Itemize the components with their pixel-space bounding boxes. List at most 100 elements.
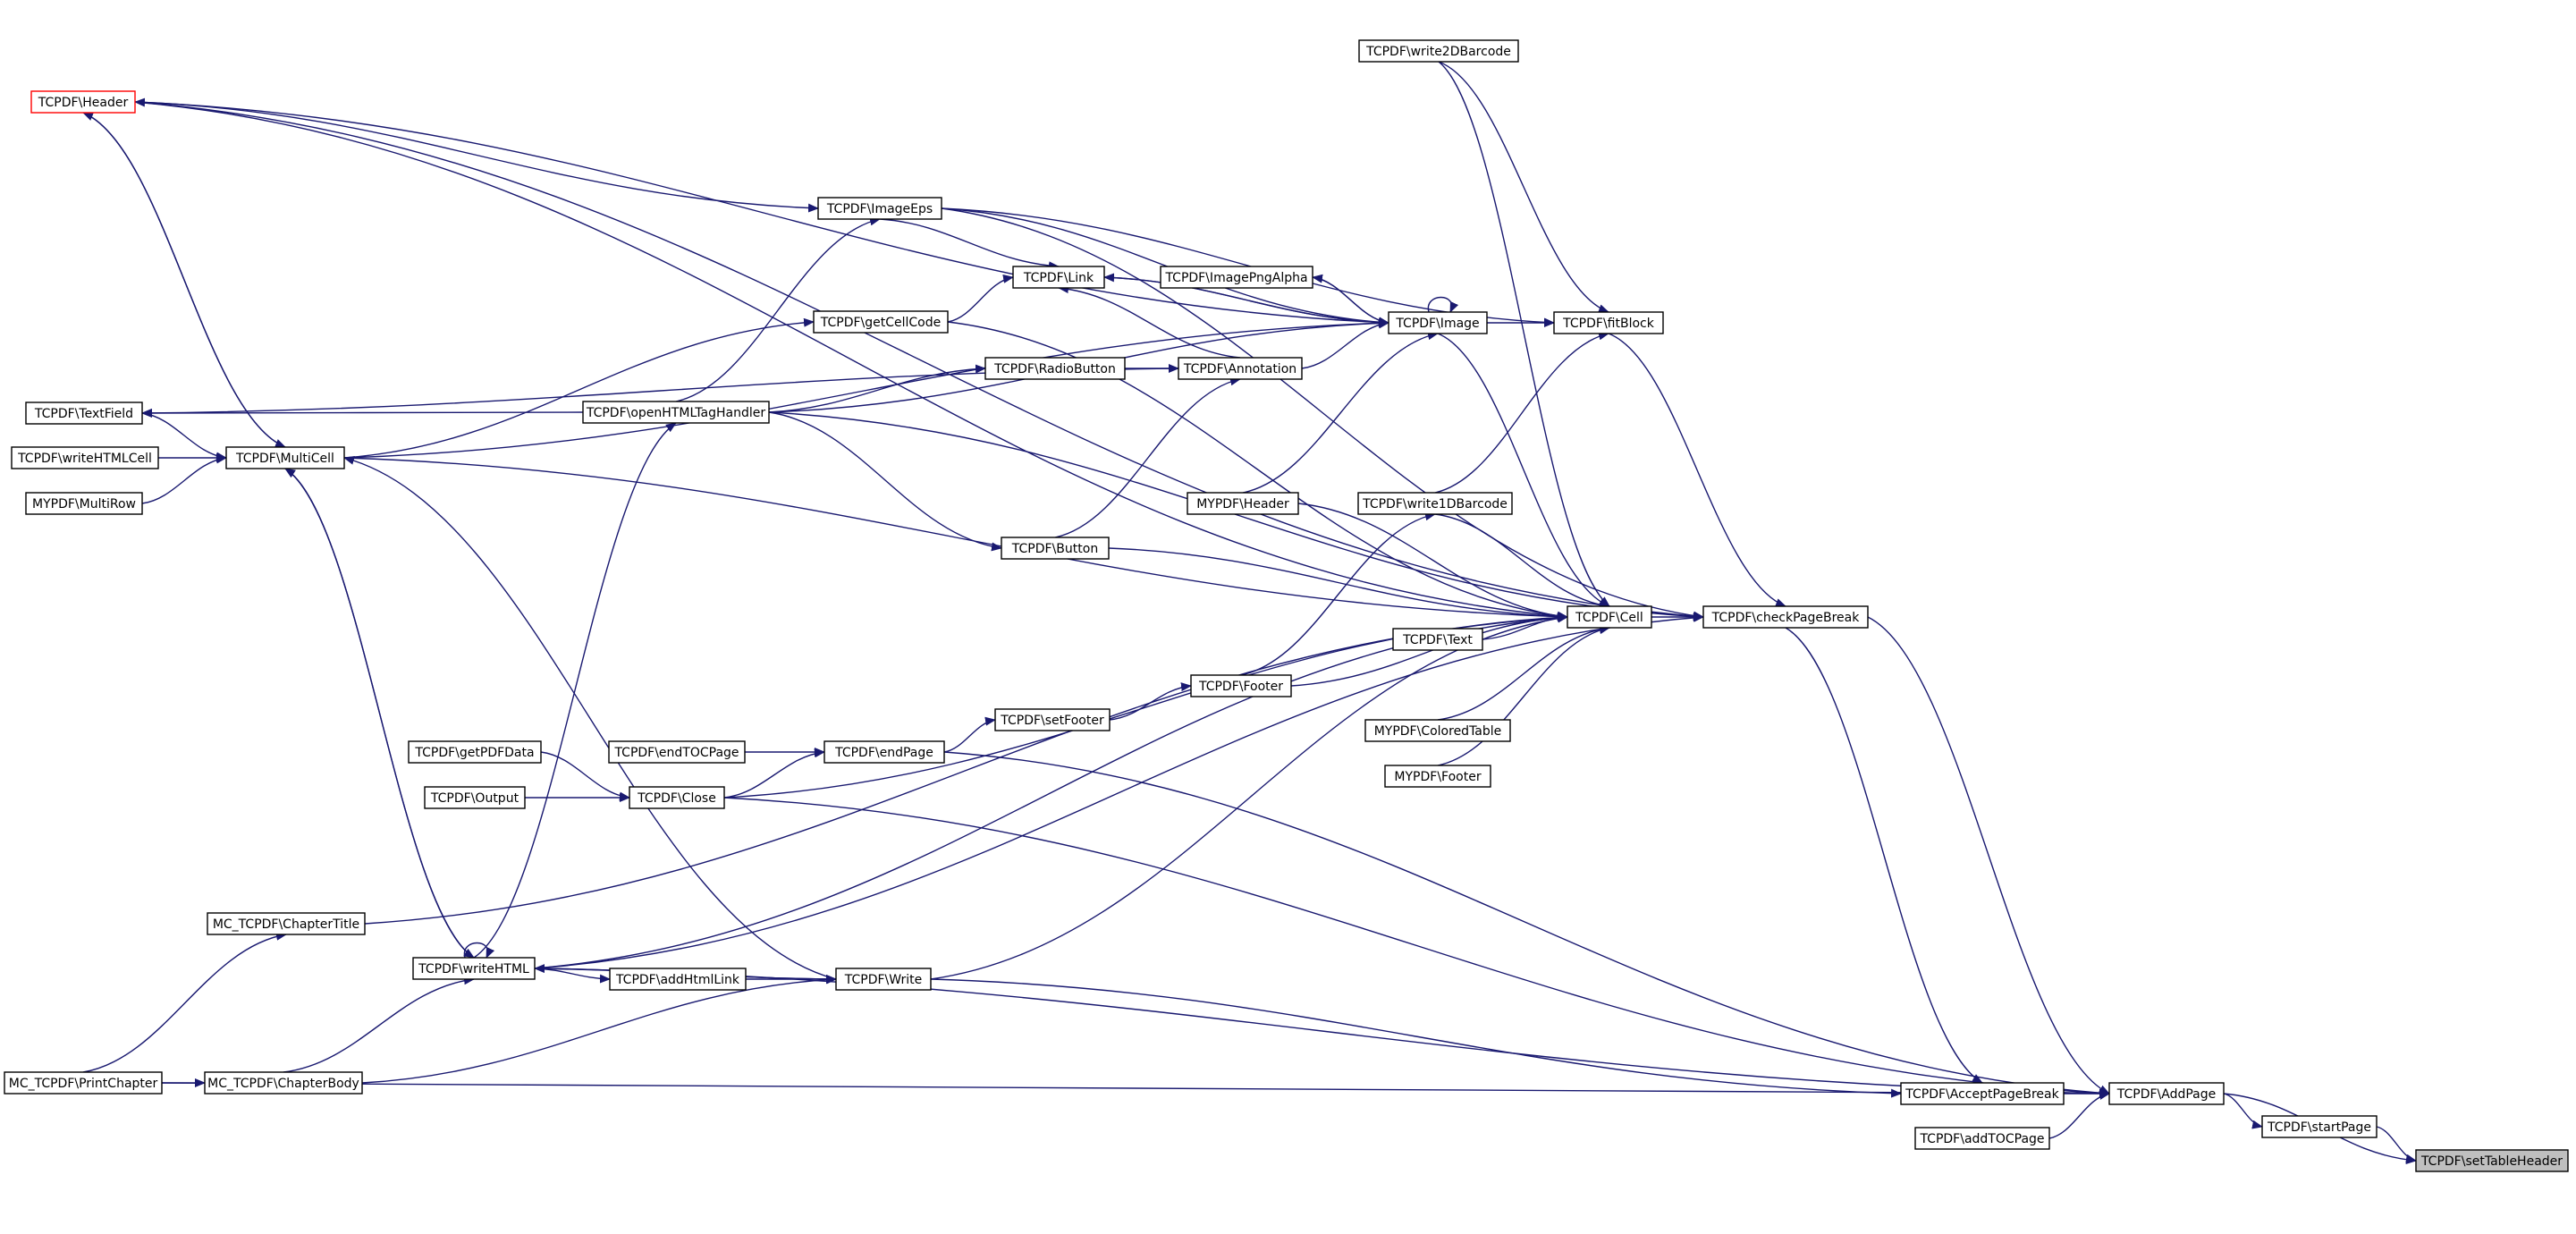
node-output[interactable]: TCPDF\Output bbox=[424, 786, 526, 809]
edge-write-to-cell bbox=[930, 613, 1568, 980]
node-label: MC_TCPDF\ChapterTitle bbox=[213, 917, 359, 932]
node-label: TCPDF\addTOCPage bbox=[1919, 1132, 2044, 1146]
node-imageeps[interactable]: TCPDF\ImageEps bbox=[817, 197, 942, 220]
node-label: TCPDF\Annotation bbox=[1183, 362, 1296, 376]
edge-openhtml-to-button bbox=[768, 411, 1002, 552]
node-settableheader[interactable]: TCPDF\setTableHeader bbox=[2415, 1149, 2569, 1172]
node-button[interactable]: TCPDF\Button bbox=[1001, 537, 1110, 560]
node-annotation[interactable]: TCPDF\Annotation bbox=[1178, 357, 1303, 380]
node-box bbox=[823, 740, 945, 764]
node-printchapter[interactable]: MC_TCPDF\PrintChapter bbox=[4, 1071, 163, 1095]
node-coloredtable[interactable]: MYPDF\ColoredTable bbox=[1364, 719, 1511, 742]
node-label: TCPDF\Close bbox=[637, 791, 716, 806]
node-label: TCPDF\AddPage bbox=[2116, 1087, 2217, 1102]
node-box bbox=[582, 401, 770, 424]
node-openhtml[interactable]: TCPDF\openHTMLTagHandler bbox=[582, 401, 770, 424]
node-writehtmlcell[interactable]: TCPDF\writeHTMLCell bbox=[11, 446, 159, 469]
node-myfooter[interactable]: MYPDF\Footer bbox=[1384, 765, 1491, 788]
node-label: TCPDF\Footer bbox=[1198, 680, 1283, 694]
node-label: MC_TCPDF\PrintChapter bbox=[9, 1077, 158, 1091]
edge-writehtml-to-writehtml bbox=[463, 942, 495, 959]
edge-chapterbody-to-writehtml bbox=[283, 976, 475, 1073]
node-box bbox=[1702, 605, 1869, 629]
node-multicell[interactable]: TCPDF\MultiCell bbox=[225, 446, 345, 469]
node-label: TCPDF\getCellCode bbox=[820, 316, 942, 330]
node-acceptpb[interactable]: TCPDF\AcceptPageBreak bbox=[1900, 1082, 2065, 1105]
edge-write1d-to-fitblock bbox=[1434, 331, 1609, 494]
node-box bbox=[1001, 537, 1110, 560]
node-box bbox=[412, 957, 536, 980]
node-endtoc[interactable]: TCPDF\endTOCPage bbox=[608, 740, 746, 764]
node-startpage[interactable]: TCPDF\startPage bbox=[2261, 1115, 2378, 1138]
node-box bbox=[1384, 765, 1491, 788]
edge-write2d-to-fitblock bbox=[1438, 61, 1609, 313]
edge-close-to-addpage bbox=[723, 797, 2110, 1098]
node-box bbox=[1553, 311, 1664, 334]
edge-coloredtable-to-cell bbox=[1437, 624, 1610, 721]
node-writehtml[interactable]: TCPDF\writeHTML bbox=[412, 957, 536, 980]
node-textfield[interactable]: TCPDF\TextField bbox=[25, 401, 143, 425]
edge-addpage-to-startpage bbox=[2223, 1093, 2263, 1129]
node-addtoc[interactable]: TCPDF\addTOCPage bbox=[1914, 1127, 2050, 1150]
edge-getcellcode-to-cell bbox=[947, 321, 1568, 621]
node-label: TCPDF\Output bbox=[430, 791, 519, 806]
node-write1d[interactable]: TCPDF\write1DBarcode bbox=[1357, 492, 1513, 515]
edge-checkpb-to-addpage bbox=[1867, 616, 2110, 1095]
node-text[interactable]: TCPDF\Text bbox=[1392, 628, 1483, 651]
node-cell[interactable]: TCPDF\Cell bbox=[1567, 605, 1652, 629]
node-myheader[interactable]: MYPDF\Header bbox=[1187, 492, 1299, 515]
node-link[interactable]: TCPDF\Link bbox=[1012, 266, 1105, 289]
edge-openhtml-to-radio bbox=[768, 364, 986, 413]
node-label: TCPDF\Button bbox=[1011, 542, 1098, 556]
node-label: TCPDF\openHTMLTagHandler bbox=[586, 406, 766, 420]
node-endpage[interactable]: TCPDF\endPage bbox=[823, 740, 945, 764]
edge-chaptertitle-to-cell bbox=[364, 613, 1568, 925]
node-chaptertitle[interactable]: MC_TCPDF\ChapterTitle bbox=[207, 912, 366, 935]
node-pngalpha[interactable]: TCPDF\ImagePngAlpha bbox=[1160, 266, 1313, 289]
node-label: TCPDF\setTableHeader bbox=[2420, 1154, 2563, 1169]
edge-write-to-acceptpb bbox=[930, 978, 1902, 1098]
node-label: TCPDF\ImagePngAlpha bbox=[1164, 271, 1307, 285]
node-checkpb[interactable]: TCPDF\checkPageBreak bbox=[1702, 605, 1869, 629]
edge-write-to-multicell bbox=[343, 456, 837, 980]
node-radio[interactable]: TCPDF\RadioButton bbox=[984, 357, 1126, 380]
node-label: TCPDF\checkPageBreak bbox=[1711, 611, 1861, 625]
node-box bbox=[25, 492, 143, 515]
edge-writehtml-to-addpage bbox=[534, 968, 2110, 1098]
node-setfooter[interactable]: TCPDF\setFooter bbox=[994, 708, 1111, 731]
node-image[interactable]: TCPDF\Image bbox=[1388, 311, 1488, 334]
node-label: TCPDF\endTOCPage bbox=[613, 746, 739, 760]
node-box bbox=[1388, 311, 1488, 334]
node-write[interactable]: TCPDF\Write bbox=[835, 968, 932, 991]
node-box bbox=[1900, 1082, 2065, 1105]
node-box bbox=[1178, 357, 1303, 380]
node-addhtmllink[interactable]: TCPDF\addHtmlLink bbox=[609, 968, 747, 991]
node-getcellcode[interactable]: TCPDF\getCellCode bbox=[813, 310, 949, 334]
node-label: TCPDF\Cell bbox=[1575, 611, 1643, 625]
edge-button-to-annotation bbox=[1054, 376, 1241, 538]
node-fitblock[interactable]: TCPDF\fitBlock bbox=[1553, 311, 1664, 334]
node-layer: TCPDF\Header TCPDF\write2DBarcodeTCPDF\Im… bbox=[4, 39, 2569, 1172]
edge-annotation-to-link bbox=[1058, 284, 1241, 359]
node-box bbox=[984, 357, 1126, 380]
node-footer[interactable]: TCPDF\Footer bbox=[1190, 674, 1292, 697]
node-multirow[interactable]: MYPDF\MultiRow bbox=[25, 492, 143, 515]
node-label: TCPDF\setFooter bbox=[1000, 714, 1104, 728]
edge-link-to-image bbox=[1103, 276, 1389, 327]
node-close[interactable]: TCPDF\Close bbox=[629, 786, 725, 809]
edge-imageeps-to-checkpb bbox=[941, 207, 1704, 621]
edge-imageeps-to-fitblock bbox=[941, 207, 1555, 327]
node-chapterbody[interactable]: MC_TCPDF\ChapterBody bbox=[204, 1071, 363, 1095]
node-box bbox=[835, 968, 932, 991]
node-getpdfdata[interactable]: TCPDF\getPDFData bbox=[408, 740, 542, 764]
node-header[interactable]: TCPDF\Header bbox=[30, 90, 136, 114]
node-label: TCPDF\fitBlock bbox=[1562, 317, 1655, 331]
node-box bbox=[1187, 492, 1299, 515]
node-box bbox=[204, 1071, 363, 1095]
node-addpage[interactable]: TCPDF\AddPage bbox=[2108, 1082, 2225, 1105]
edge-footer-to-write1d bbox=[1240, 511, 1436, 676]
edge-footer-to-cell bbox=[1290, 613, 1568, 687]
edge-printchapter-to-addpage bbox=[161, 1082, 2110, 1098]
node-label: MYPDF\Header bbox=[1196, 497, 1289, 511]
node-write2d[interactable]: TCPDF\write2DBarcode bbox=[1358, 39, 1519, 63]
